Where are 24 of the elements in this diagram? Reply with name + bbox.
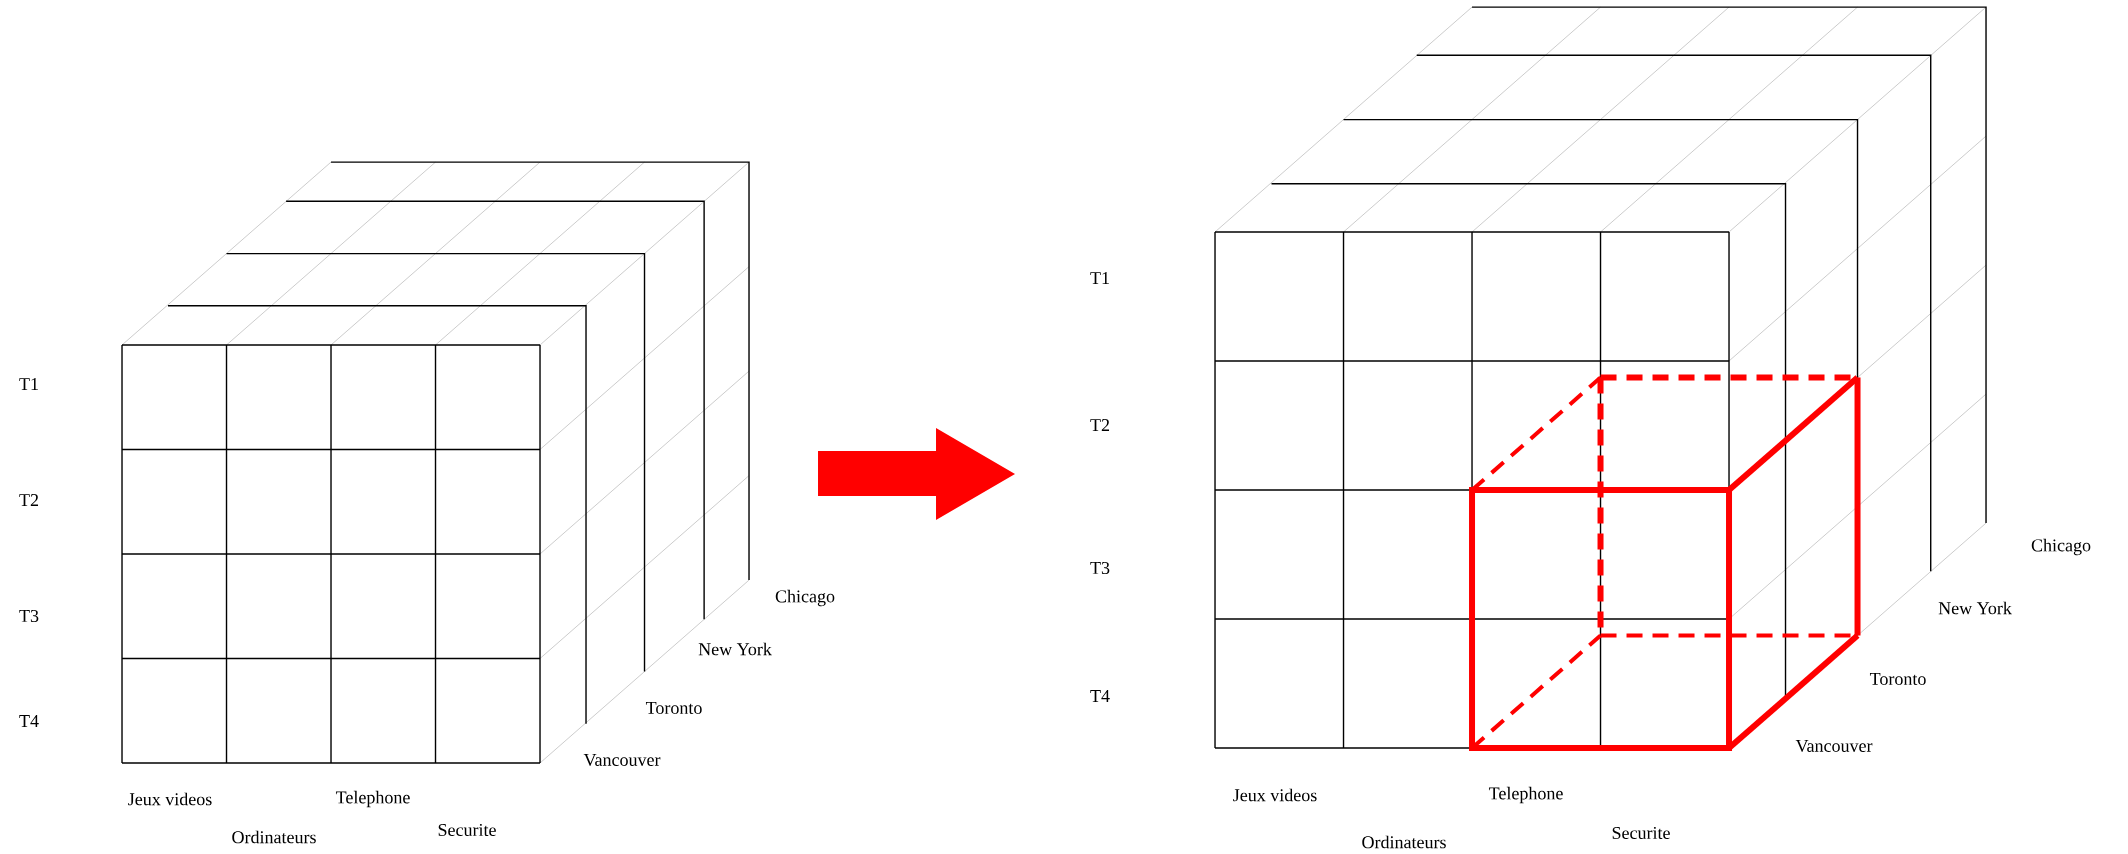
axis-label: Telephone: [1489, 786, 1563, 804]
axis-label: Ordinateurs: [232, 830, 316, 844]
axis-label: Vancouver: [583, 753, 661, 767]
axis-label: Jeux videos: [128, 792, 212, 806]
axis-label: T3: [19, 609, 39, 623]
axis-label: Securite: [438, 823, 496, 837]
axis-label: T1: [19, 378, 38, 390]
axis-label: Securite: [1612, 826, 1670, 840]
axis-label: Jeux videos: [1233, 788, 1317, 802]
axis-label: Chicago: [775, 589, 835, 607]
axis-label: T4: [1090, 690, 1110, 702]
axis-label: New York: [1938, 601, 2012, 615]
axis-label: T3: [1090, 561, 1110, 575]
axis-label: T4: [19, 715, 39, 727]
axis-label: Toronto: [1869, 673, 1926, 685]
axis-label: Chicago: [2031, 538, 2091, 556]
axis-label: T1: [1090, 272, 1109, 284]
axis-label: Vancouver: [1795, 739, 1873, 753]
axis-label: Ordinateurs: [1362, 835, 1446, 849]
axis-label: T2: [19, 494, 38, 506]
axis-label: New York: [698, 642, 772, 656]
axis-label: Toronto: [645, 702, 702, 714]
axis-label: Telephone: [335, 790, 410, 808]
axis-label: T2: [1090, 419, 1109, 431]
